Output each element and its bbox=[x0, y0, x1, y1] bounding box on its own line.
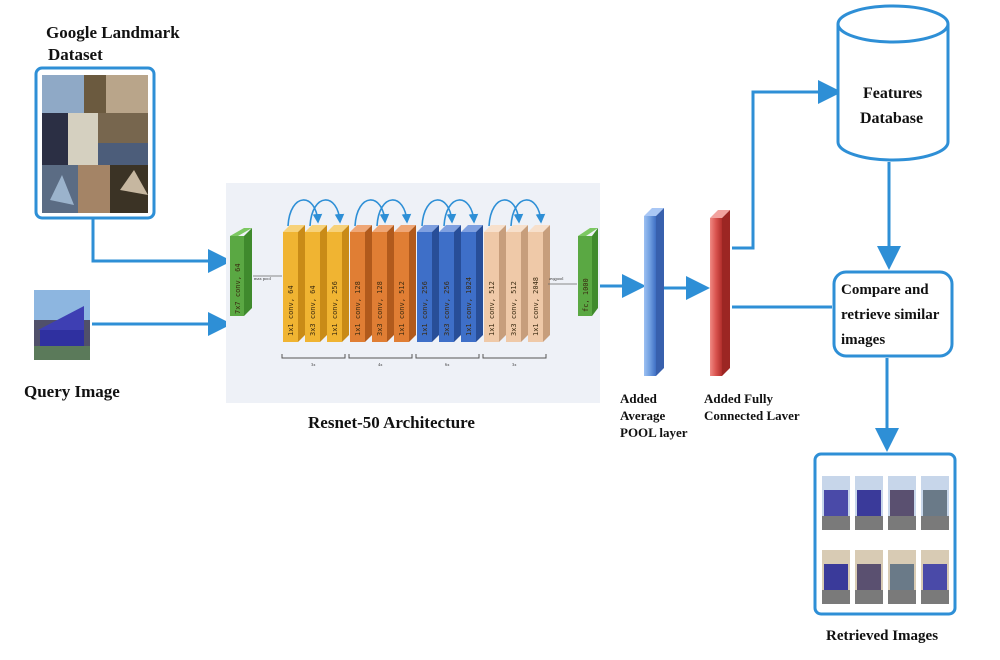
skip-connection-arrow bbox=[443, 199, 479, 227]
fc1000-label: fc, 1000 bbox=[582, 278, 590, 312]
stage3-layer-3: 1x1 conv, 1024 bbox=[461, 225, 483, 342]
stage4-layer-2-label: 3x3 conv, 512 bbox=[510, 281, 518, 336]
compare-label-3: images bbox=[841, 332, 885, 348]
stage2-layer-3: 1x1 conv, 512 bbox=[394, 225, 416, 342]
conv1-layer: 7x7 conv, 64 bbox=[230, 228, 252, 316]
skip-connection-arrow bbox=[287, 199, 323, 227]
retrieved-thumbnail bbox=[888, 550, 916, 604]
avgpool-caption-1: Added bbox=[620, 391, 658, 406]
stage1-repeat: 3x bbox=[311, 362, 316, 367]
resnet-layers: 1x1 conv, 64 3x3 conv, 64 1x1 conv, 256 1x1… bbox=[283, 199, 550, 342]
stage3-layer-1: 1x1 conv, 256 bbox=[417, 225, 439, 342]
stage4-layer-3-label: 1x1 conv, 2048 bbox=[532, 277, 540, 336]
skip-connection-arrow bbox=[510, 199, 546, 227]
stage4-layer-1-label: 1x1 conv, 512 bbox=[488, 281, 496, 336]
retrieved-thumbnails bbox=[822, 476, 949, 604]
stage1-layer-3-label: 1x1 conv, 256 bbox=[331, 281, 339, 336]
retrieved-thumbnail bbox=[921, 550, 949, 604]
query-image bbox=[34, 290, 90, 360]
stage4-layer-2: 3x3 conv, 512 bbox=[506, 225, 528, 342]
retrieved-thumbnail bbox=[822, 550, 850, 604]
stage1-layer-2-label: 3x3 conv, 64 bbox=[309, 285, 317, 336]
stage1-layer-1-label: 1x1 conv, 64 bbox=[287, 285, 295, 336]
fc-caption-2: Connected Laver bbox=[704, 408, 800, 423]
stage3-layer-2-label: 3x3 conv, 256 bbox=[443, 281, 451, 336]
retrieved-thumbnail bbox=[888, 476, 916, 530]
compare-box bbox=[832, 270, 954, 358]
maxpool-label: max pool bbox=[254, 276, 272, 281]
stage2-layer-1: 1x1 conv, 128 bbox=[350, 225, 372, 342]
avgpool-label: avgpool bbox=[549, 276, 564, 281]
stage3-repeat: 6x bbox=[445, 362, 450, 367]
fully-connected-layer bbox=[710, 210, 730, 376]
stage4-repeat: 3x bbox=[512, 362, 517, 367]
stage3-layer-1-label: 1x1 conv, 256 bbox=[421, 281, 429, 336]
stage-brackets bbox=[281, 354, 547, 359]
stage4-layer-3: 1x1 conv, 2048 bbox=[528, 225, 550, 342]
fc1000-layer: fc, 1000 bbox=[578, 228, 598, 316]
conv1-label: 7x7 conv, 64 bbox=[234, 263, 242, 314]
dataset-title: Google Landmark bbox=[46, 23, 180, 42]
stage2-layer-2-label: 3x3 conv, 128 bbox=[376, 281, 384, 336]
skip-connection-arrow bbox=[354, 199, 390, 227]
dataset-to-resnet-arrow bbox=[91, 218, 232, 273]
skip-connection-arrow bbox=[488, 199, 524, 227]
compare-label-2: retrieve similar bbox=[841, 307, 940, 323]
avgpool-caption-2: Average bbox=[620, 408, 665, 423]
retrieved-thumbnail bbox=[921, 476, 949, 530]
database-label-1: Features bbox=[863, 85, 922, 102]
retrieved-thumbnail bbox=[855, 550, 883, 604]
stage3-layer-3-label: 1x1 conv, 1024 bbox=[465, 277, 473, 336]
retrieved-images-label: Retrieved Images bbox=[826, 628, 938, 644]
dataset-title-line2: Dataset bbox=[48, 45, 103, 64]
compare-label-1: Compare and bbox=[841, 282, 929, 298]
database-label-2: Database bbox=[860, 110, 923, 127]
skip-connection-arrow bbox=[309, 199, 345, 227]
skip-connection-arrow bbox=[421, 199, 457, 227]
stage1-layer-1: 1x1 conv, 64 bbox=[283, 225, 305, 342]
stage1-layer-2: 3x3 conv, 64 bbox=[305, 225, 327, 342]
stage2-layer-1-label: 1x1 conv, 128 bbox=[354, 281, 362, 336]
query-image-label: Query Image bbox=[24, 382, 120, 401]
stage3-layer-2: 3x3 conv, 256 bbox=[439, 225, 461, 342]
features-database-cylinder bbox=[836, 4, 950, 162]
average-pool-layer bbox=[644, 208, 664, 376]
architecture-caption: Resnet-50 Architecture bbox=[308, 413, 475, 432]
stage2-layer-2: 3x3 conv, 128 bbox=[372, 225, 394, 342]
stage1-layer-3: 1x1 conv, 256 bbox=[327, 225, 349, 342]
stage2-repeat: 4x bbox=[378, 362, 383, 367]
stage2-layer-3-label: 1x1 conv, 512 bbox=[398, 281, 406, 336]
retrieved-thumbnail bbox=[855, 476, 883, 530]
skip-connection-arrow bbox=[376, 199, 412, 227]
dataset-image-collage bbox=[34, 66, 156, 220]
retrieved-thumbnail bbox=[822, 476, 850, 530]
fc-caption-1: Added Fully bbox=[704, 391, 773, 406]
avgpool-caption-3: POOL layer bbox=[620, 425, 688, 440]
stage4-layer-1: 1x1 conv, 512 bbox=[484, 225, 506, 342]
fc-to-database-arrow bbox=[732, 80, 842, 250]
